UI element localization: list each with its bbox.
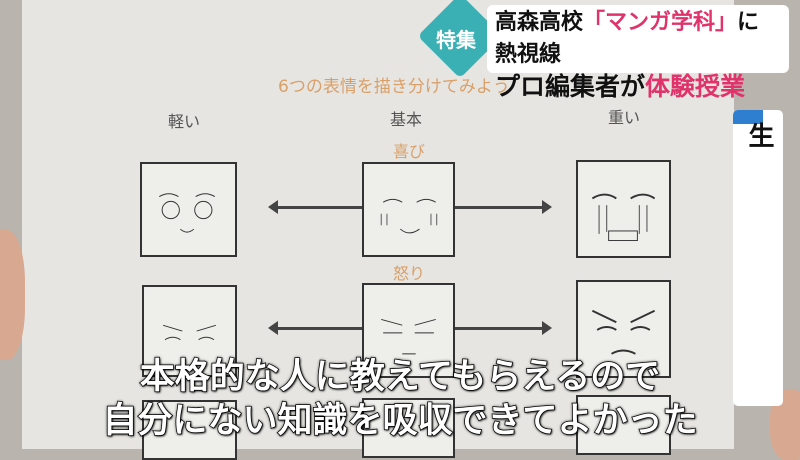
face-joy-heavy <box>576 160 671 258</box>
headline-highlight: 「マンガ学科」 <box>583 10 738 35</box>
face-anger-basic <box>362 283 455 378</box>
emotion-joy: 喜び <box>393 142 426 161</box>
face-drawing <box>591 309 656 355</box>
vertical-caption-text: 熊本市内から来た中学生 <box>744 122 783 392</box>
column-basic: 基本 <box>390 110 423 129</box>
headline-text: プロ編集者が <box>495 72 646 101</box>
face-anger-light <box>142 285 237 377</box>
left-hand <box>0 230 25 360</box>
headline-text: に熱視線 <box>495 10 760 67</box>
face-drawing <box>380 198 438 234</box>
headline-caption: 高森高校「マンガ学科」に熱視線 プロ編集者が体験授業 <box>487 5 789 101</box>
headline-line2: プロ編集者が体験授業 <box>495 71 781 103</box>
headline-text: 高森高校 <box>495 10 584 35</box>
arrow-right <box>455 321 552 335</box>
face-drawing <box>591 193 656 242</box>
face-drawing <box>159 193 216 233</box>
face-drawing <box>381 318 436 355</box>
column-heavy: 重い <box>608 108 641 127</box>
worksheet-title: 6つの表情を描き分けてみよう <box>278 77 510 97</box>
face-joy-light <box>140 162 237 257</box>
headline-highlight: 体験授業 <box>645 72 746 101</box>
arrow-right <box>455 200 552 214</box>
arrow-left <box>268 200 362 214</box>
face-joy-basic <box>362 162 455 257</box>
arrow-left <box>268 321 362 335</box>
feature-tag: 特集 <box>436 28 476 52</box>
headline-line1: 高森高校「マンガ学科」に熱視線 <box>495 7 781 71</box>
subtitle-line2: 自分にない知識を吸収できてよかった <box>102 400 699 442</box>
subtitle-line1: 本格的な人に教えてもらえるので <box>139 356 661 398</box>
emotion-anger: 怒り <box>393 264 426 283</box>
vertical-caption: 熊本市内から来た中学生 <box>733 110 783 406</box>
face-drawing <box>163 324 216 341</box>
face-anger-heavy <box>576 280 671 378</box>
column-light: 軽い <box>168 112 201 131</box>
